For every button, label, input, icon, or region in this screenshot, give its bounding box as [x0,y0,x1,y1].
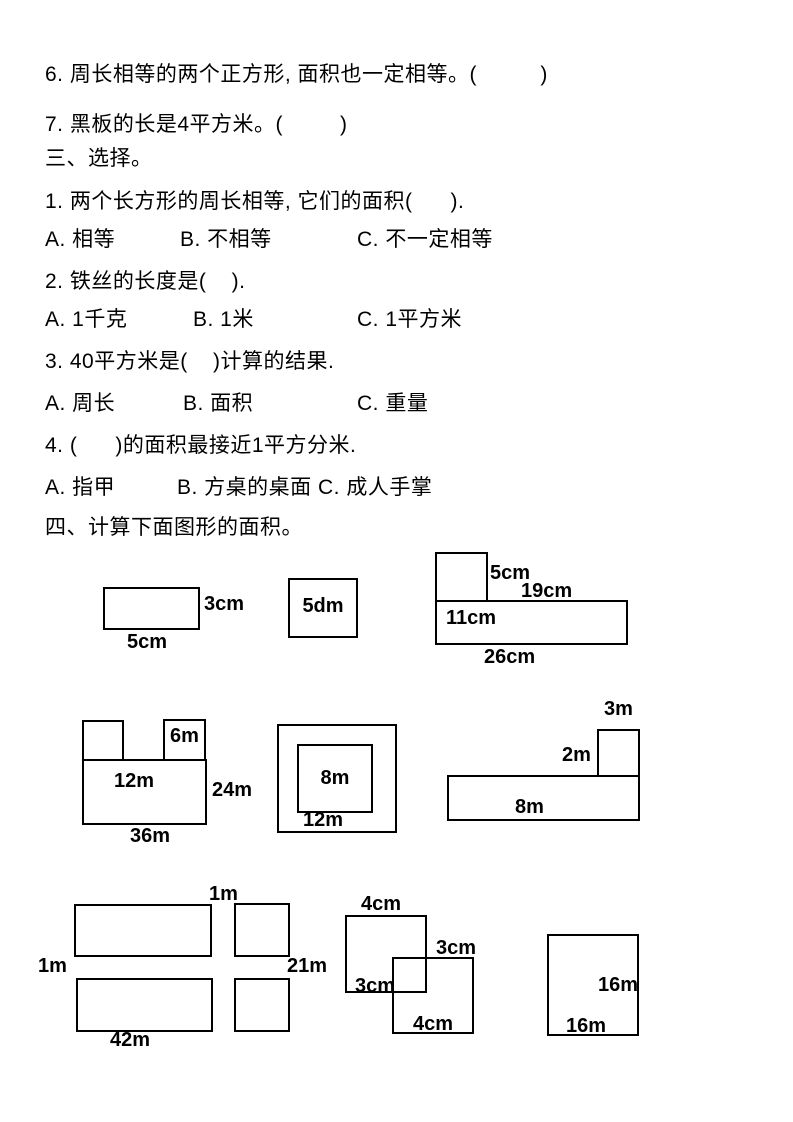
choice-question-1: 1. 两个长方形的周长相等, 它们的面积( ). [45,190,465,213]
figure7-topright-rect [234,903,290,957]
figure5-inner-label: 8m [320,767,350,789]
figure8-upper-square [345,915,427,993]
figure4-height-label: 24m [212,779,253,801]
choice-q2-option-a: A. 1千克 [45,308,128,331]
judge-question-6: 6. 周长相等的两个正方形, 面积也一定相等。( ) [45,63,548,86]
figure7-gap-left-label: 1m [38,955,67,977]
choice-q2-option-b: B. 1米 [193,308,254,331]
figure5-outer-square [277,724,397,833]
figure7-bottomright-rect [234,978,290,1032]
figure4-base-rect [82,759,207,825]
figure8-top-label: 4cm [361,893,402,915]
figure7-gap-top-label: 1m [209,883,238,905]
section-area-heading: 四、计算下面图形的面积。 [45,516,303,539]
figure3-width-label: 26cm [484,646,536,668]
figure4-square-side-label: 6m [170,725,199,747]
figure7-bottomleft-rect [76,978,213,1032]
choice-q3-option-a: A. 周长 [45,392,116,415]
figure6-top-label: 3m [604,698,633,720]
figure6-bottom-label: 8m [515,796,544,818]
figure9-height-label: 16m [598,974,639,996]
figure7-height-label: 21m [287,955,328,977]
figure8-right-label: 3cm [436,937,477,959]
figure3-square-side-label: 5cm [490,562,531,584]
figure8-lower-square [392,957,474,1034]
figure6-small-square [597,729,640,777]
figure4-width-label: 36m [130,825,171,847]
figure6-left-label: 2m [562,744,591,766]
figure8-left-label: 3cm [355,975,396,997]
figure7-topleft-rect [74,904,212,957]
judge-question-7: 7. 黑板的长是4平方米。( ) [45,113,348,136]
choice-q1-option-b: B. 不相等 [180,228,272,251]
figure4-inner-label: 12m [114,770,155,792]
figure9-width-label: 16m [566,1015,607,1037]
figure3-height-label: 11cm [446,607,497,629]
figure1-height-label: 3cm [204,593,245,615]
figure4-left-square [82,720,124,761]
choice-q3-option-b: B. 面积 [183,392,254,415]
figure1-width-label: 5cm [127,631,168,653]
figure2-square [288,578,358,638]
figure3-top-segment-label: 19cm [521,580,573,602]
figure8-bottom-label: 4cm [413,1013,454,1035]
figure2-side-label: 5dm [302,595,344,617]
figure9-square [547,934,639,1036]
choice-question-3: 3. 40平方米是( )计算的结果. [45,350,335,373]
figure1-rect [103,587,200,630]
choice-q3-option-c: C. 重量 [357,392,429,415]
figure5-outer-label: 12m [303,809,344,831]
figure5-inner-square [297,744,373,813]
figure7-width-label: 42m [110,1029,151,1051]
figure3-wide-rect [435,600,628,645]
choice-q1-option-c: C. 不一定相等 [357,228,493,251]
choice-q4-option-b: B. 方桌的桌面 [177,476,312,499]
choice-q2-option-c: C. 1平方米 [357,308,463,331]
figure3-small-square [435,552,488,602]
choice-q4-option-c: C. 成人手掌 [318,476,433,499]
choice-question-2: 2. 铁丝的长度是( ). [45,270,246,293]
section-choice-heading: 三、选择。 [45,147,153,170]
choice-q1-option-a: A. 相等 [45,228,116,251]
choice-q4-option-a: A. 指甲 [45,476,116,499]
choice-question-4: 4. ( )的面积最接近1平方分米. [45,434,357,457]
figure6-wide-rect [447,775,640,821]
